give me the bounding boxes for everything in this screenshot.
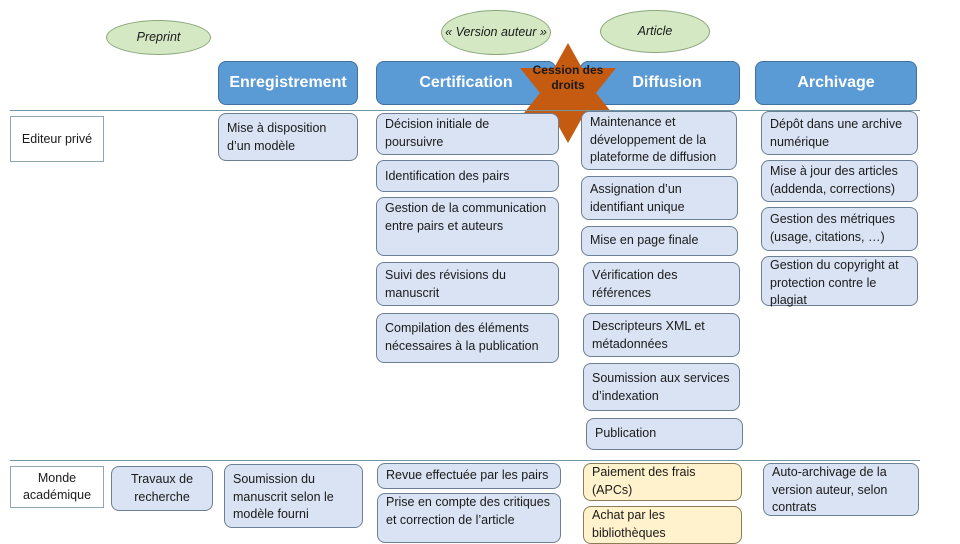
- header-archivage: Archivage: [755, 61, 917, 105]
- task-box: Mise à disposition d’un modèle: [218, 113, 358, 161]
- stage-article: Article: [600, 10, 710, 53]
- task-box: Mise en page finale: [581, 226, 738, 256]
- task-box: Revue effectuée par les pairs: [377, 463, 561, 489]
- task-box: Assignation d’un identifiant unique: [581, 176, 738, 220]
- task-box: Auto-archivage de la version auteur, sel…: [763, 463, 919, 516]
- row-divider-academique: [10, 460, 920, 461]
- task-box: Identification des pairs: [376, 160, 559, 192]
- task-box: Compilation des éléments nécessaires à l…: [376, 313, 559, 363]
- stage-version-auteur: « Version auteur »: [441, 10, 551, 55]
- task-box: Gestion du copyright at protection contr…: [761, 256, 918, 307]
- row-divider-editeur: [10, 110, 920, 111]
- task-box: Gestion de la communication entre pairs …: [376, 197, 559, 256]
- task-box: Vérification des références: [583, 262, 740, 306]
- task-box: Publication: [586, 418, 743, 450]
- task-box: Soumission aux services d’indexation: [583, 363, 740, 411]
- task-box: Dépôt dans une archive numérique: [761, 111, 918, 155]
- row-label-academique: Monde académique: [10, 466, 104, 508]
- task-box: Suivi des révisions du manuscrit: [376, 262, 559, 306]
- cession-label: Cession des droits: [532, 63, 604, 92]
- stage-preprint: Preprint: [106, 20, 211, 55]
- task-box-travaux: Travaux de recherche: [111, 466, 213, 511]
- header-certification: Certification: [376, 61, 556, 105]
- task-box: Décision initiale de poursuivre: [376, 113, 559, 155]
- task-box: Maintenance et développement de la plate…: [581, 111, 737, 170]
- task-box: Prise en compte des critiques et correct…: [377, 493, 561, 543]
- task-box: Descripteurs XML et métadonnées: [583, 313, 740, 357]
- header-enregistrement: Enregistrement: [218, 61, 358, 105]
- task-box-payment: Achat par les bibliothèques: [583, 506, 742, 544]
- task-box-payment: Paiement des frais (APCs): [583, 463, 742, 501]
- task-box: Soumission du manuscrit selon le modèle …: [224, 464, 363, 528]
- task-box: Gestion des métriques (usage, citations,…: [761, 207, 918, 251]
- task-box: Mise à jour des articles (addenda, corre…: [761, 160, 918, 202]
- row-label-editeur: Editeur privé: [10, 116, 104, 162]
